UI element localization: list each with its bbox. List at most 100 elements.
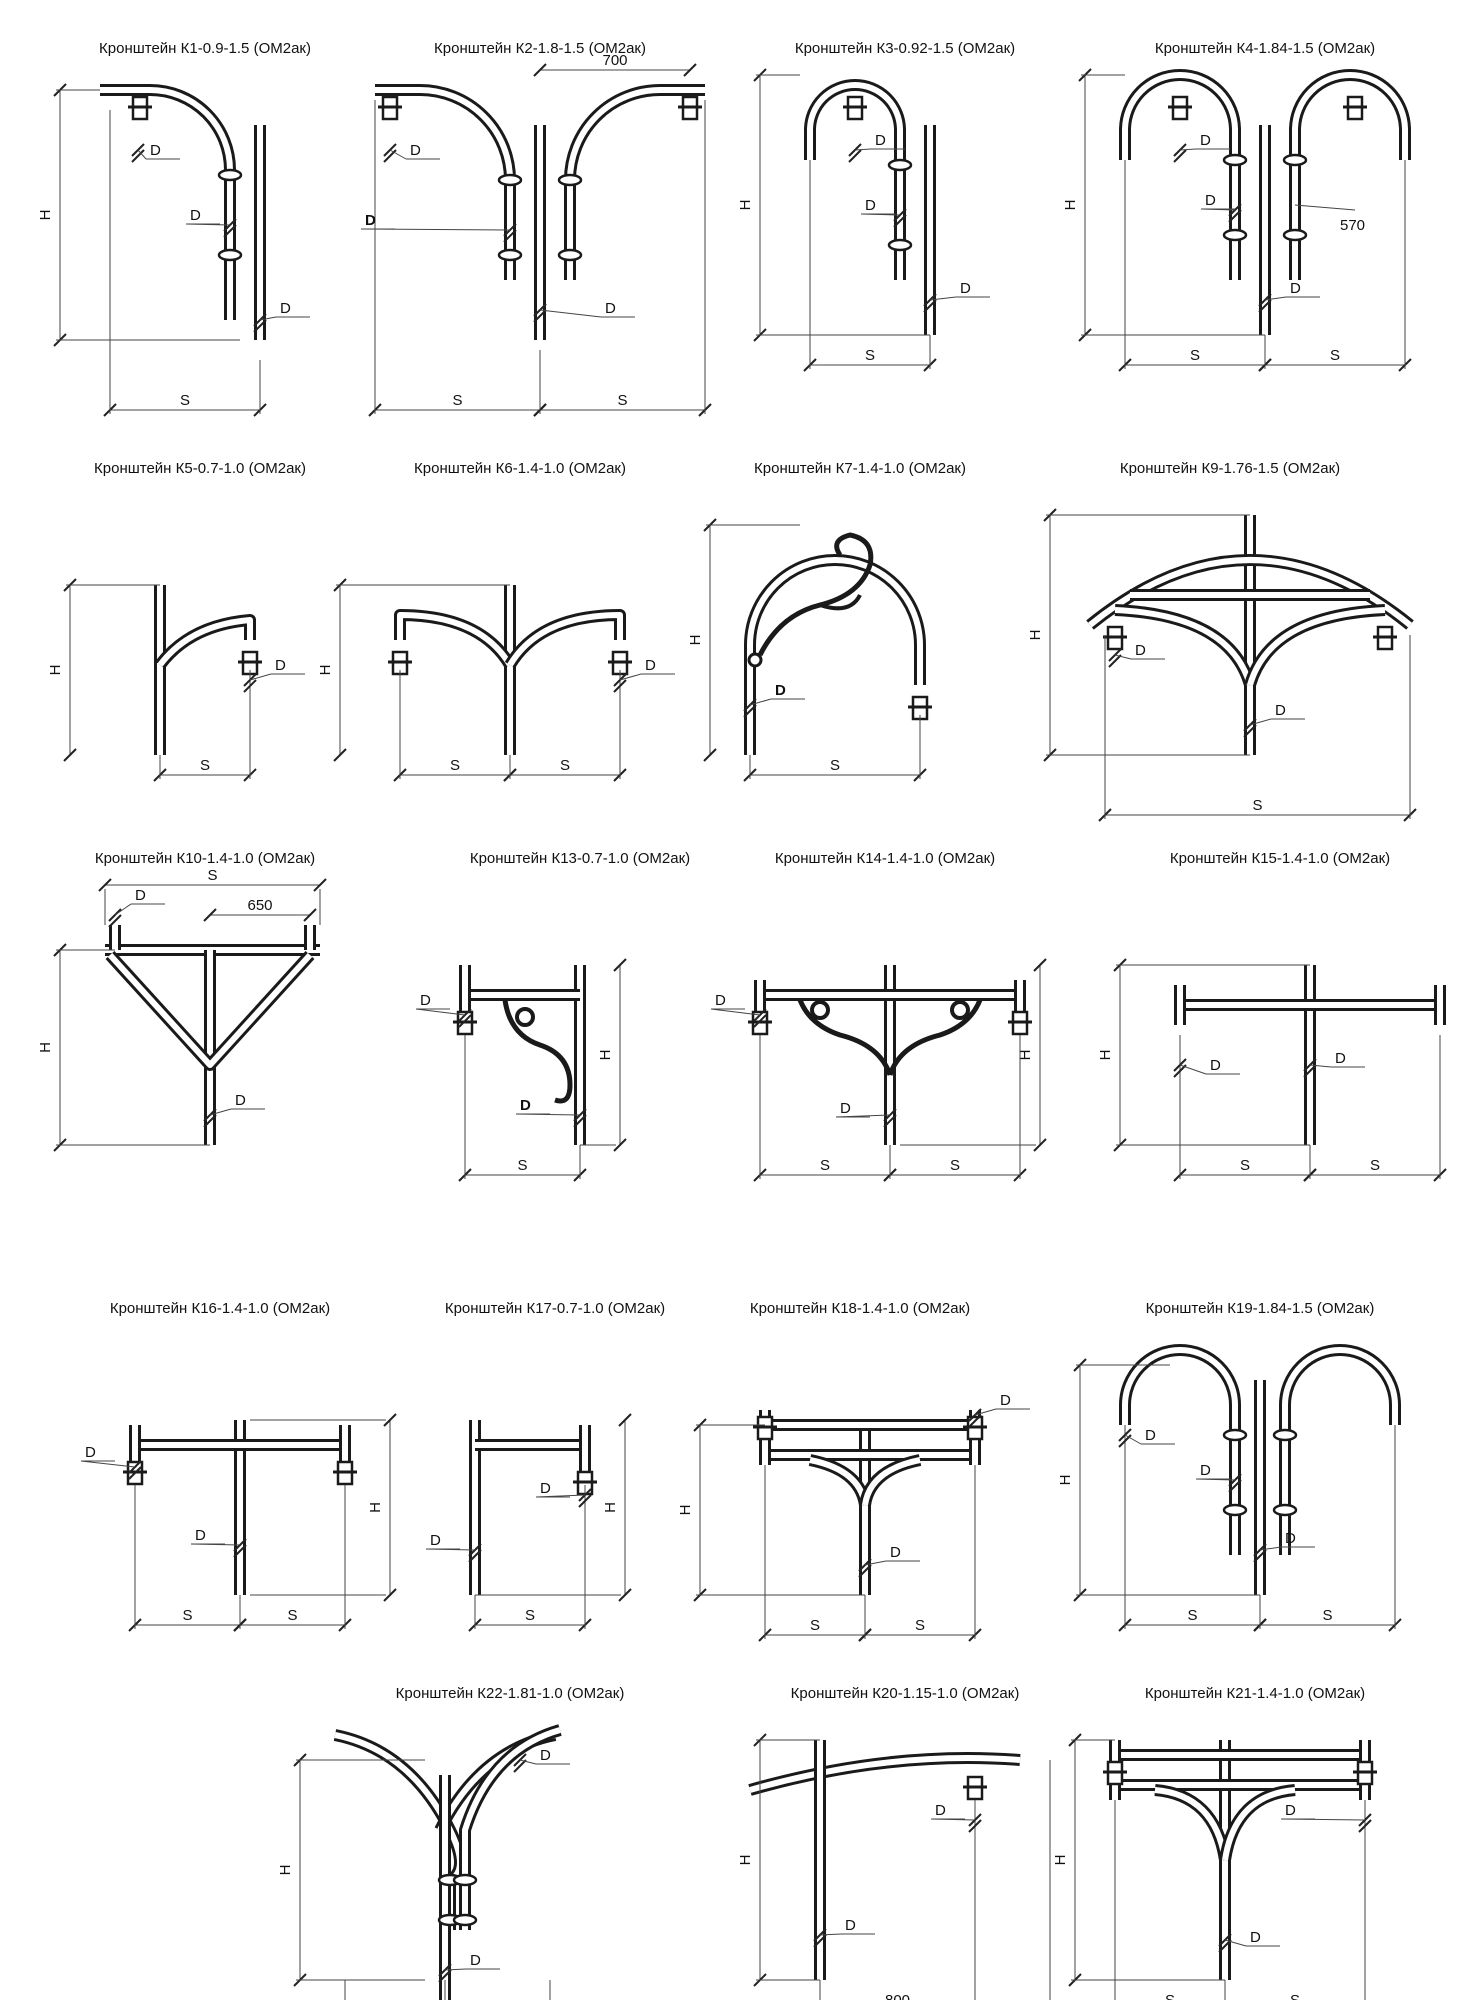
collar-ring bbox=[1272, 1428, 1298, 1442]
span-label: S bbox=[810, 1617, 820, 1634]
height-label: H bbox=[1057, 1475, 1074, 1486]
scroll-end bbox=[747, 652, 763, 668]
pipe-segment-core bbox=[157, 617, 253, 667]
diameter-tick bbox=[1228, 1479, 1242, 1493]
dimension-tick bbox=[203, 908, 217, 922]
pipe-segment-core bbox=[567, 87, 705, 280]
dimension-tick bbox=[63, 748, 77, 762]
span-label: S bbox=[1290, 1992, 1300, 2000]
diameter-label: D bbox=[430, 1532, 441, 1549]
pipe-segment-core bbox=[747, 557, 923, 755]
pipe-segment-core bbox=[437, 1732, 556, 1832]
collar-ring bbox=[557, 173, 583, 187]
height-label: H bbox=[1097, 1050, 1114, 1061]
diameter-tick bbox=[223, 224, 237, 238]
diameter-tick bbox=[1258, 299, 1272, 313]
dimension-tick bbox=[683, 63, 697, 77]
offset-leader bbox=[1294, 204, 1356, 211]
height-label: H bbox=[277, 1865, 294, 1876]
height-label: H bbox=[367, 1502, 384, 1513]
diameter-leader bbox=[1179, 148, 1197, 151]
pipe-segment bbox=[100, 84, 236, 320]
diameter-label: D bbox=[190, 207, 201, 224]
span-label: S bbox=[560, 757, 570, 774]
diameter-label: D bbox=[520, 1097, 531, 1114]
height-label: H bbox=[687, 635, 704, 646]
pipe-segment bbox=[1119, 1344, 1241, 1555]
diameter-leader bbox=[539, 309, 602, 318]
diameter-leader bbox=[929, 296, 957, 301]
pipe-segment-core bbox=[1247, 607, 1386, 686]
diameter-leader bbox=[389, 149, 407, 160]
diameter-leader bbox=[415, 1008, 466, 1016]
bracket-title: Кронштейн К22-1.81-1.0 (ОМ2ак) bbox=[395, 1685, 625, 1702]
dimension-tick bbox=[383, 1588, 397, 1602]
pipe-segment-core bbox=[397, 612, 513, 667]
diameter-label: D bbox=[275, 657, 286, 674]
pipe-segment-core bbox=[100, 87, 233, 320]
diameter-label: D bbox=[775, 682, 786, 699]
diameter-tick bbox=[1108, 654, 1122, 668]
span-label: S bbox=[517, 1157, 527, 1174]
dimension-tick bbox=[303, 908, 317, 922]
pipe-segment-core bbox=[1122, 1347, 1238, 1555]
diameter-label: D bbox=[1135, 642, 1146, 659]
collar-ring bbox=[1222, 1428, 1248, 1442]
diameter-leader bbox=[259, 316, 277, 321]
pipe-segment bbox=[155, 614, 256, 669]
diameter-tick bbox=[968, 1819, 982, 1833]
height-label: H bbox=[1062, 200, 1079, 211]
diameter-label: D bbox=[715, 992, 726, 1009]
span-label: S bbox=[950, 1157, 960, 1174]
diameter-tick bbox=[883, 1114, 897, 1128]
span-label: S bbox=[1190, 347, 1200, 364]
span-label: S bbox=[1370, 1157, 1380, 1174]
height-label: H bbox=[597, 1050, 614, 1061]
diameter-leader bbox=[710, 1008, 761, 1016]
pipe-segment-core bbox=[807, 82, 903, 160]
span-label: S bbox=[1165, 1992, 1175, 2000]
scroll-ornament bbox=[950, 1000, 970, 1020]
height-label: H bbox=[1052, 1855, 1069, 1866]
bracket-drawing-k20: Кронштейн К20-1.15-1.0 (ОМ2ак)H800SDD bbox=[737, 1680, 1070, 2000]
dimension-tick bbox=[383, 1413, 397, 1427]
span-label: S bbox=[1322, 1607, 1332, 1624]
diameter-label: D bbox=[280, 300, 291, 317]
diameter-leader bbox=[519, 1759, 537, 1765]
diameter-leader bbox=[249, 673, 272, 681]
bracket-svg: HSD bbox=[687, 518, 932, 782]
diameter-leader bbox=[1259, 1546, 1282, 1551]
height-label: H bbox=[37, 210, 54, 221]
diameter-label: D bbox=[150, 142, 161, 159]
scroll-ornament bbox=[502, 999, 573, 1104]
bracket-title: Кронштейн К5-0.7-1.0 (ОМ2ак) bbox=[94, 460, 306, 477]
span-label: S bbox=[915, 1617, 925, 1634]
height-label: H bbox=[47, 665, 64, 676]
collar-ring bbox=[557, 248, 583, 262]
collar-ring bbox=[1222, 228, 1248, 242]
diameter-tick bbox=[533, 309, 547, 323]
bracket-title: Кронштейн К19-1.84-1.5 (ОМ2ак) bbox=[1145, 1300, 1375, 1317]
diameter-leader bbox=[1309, 1064, 1332, 1068]
diameter-label: D bbox=[85, 1444, 96, 1461]
dimension-tick bbox=[1033, 1138, 1047, 1152]
